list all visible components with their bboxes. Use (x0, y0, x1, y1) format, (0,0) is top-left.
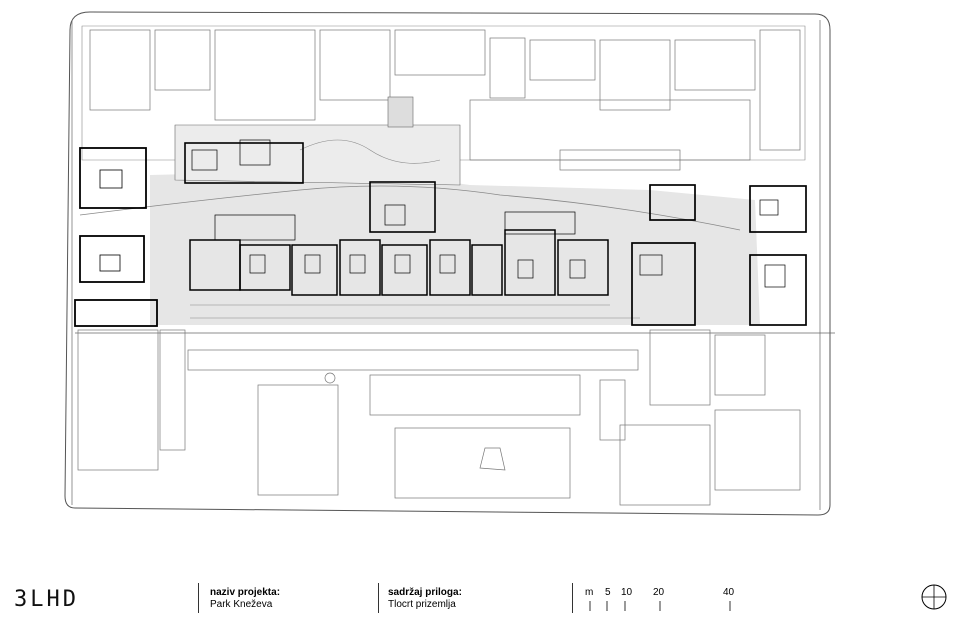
scale-unit: m (585, 587, 594, 598)
west-building (74, 147, 158, 327)
east-building (631, 184, 807, 326)
title-block: 3LHD naziv projekta: Park Kneževa sadrža… (0, 575, 960, 619)
company-logo: 3LHD (14, 587, 79, 612)
separator (572, 583, 573, 613)
block-outline (64, 11, 831, 516)
scale-tick: 40 (723, 587, 735, 598)
project-name: Park Kneževa (210, 599, 273, 610)
scale-tick: 20 (653, 587, 665, 598)
project-label: naziv projekta: (210, 587, 281, 598)
inner-courtyard-outline (81, 25, 806, 161)
scale-tick: 10 (621, 587, 633, 598)
separator (198, 583, 199, 613)
content-value: Tlocrt prizemlja (388, 599, 456, 610)
terrace-lines (190, 304, 640, 319)
north-arrow-icon (921, 584, 947, 610)
walkway (79, 185, 741, 231)
scale-ticks (589, 601, 731, 611)
scale-bar: m 5 10 20 40 (585, 575, 765, 619)
park-area (150, 170, 760, 325)
south-buildings (77, 329, 801, 506)
content-label: sadržaj priloga: (388, 587, 462, 598)
north-annex (184, 142, 436, 233)
scale-tick: 5 (605, 587, 611, 598)
separator (378, 583, 379, 613)
north-buildings (89, 29, 801, 171)
site-plan (64, 11, 835, 516)
north-garden (174, 124, 461, 186)
